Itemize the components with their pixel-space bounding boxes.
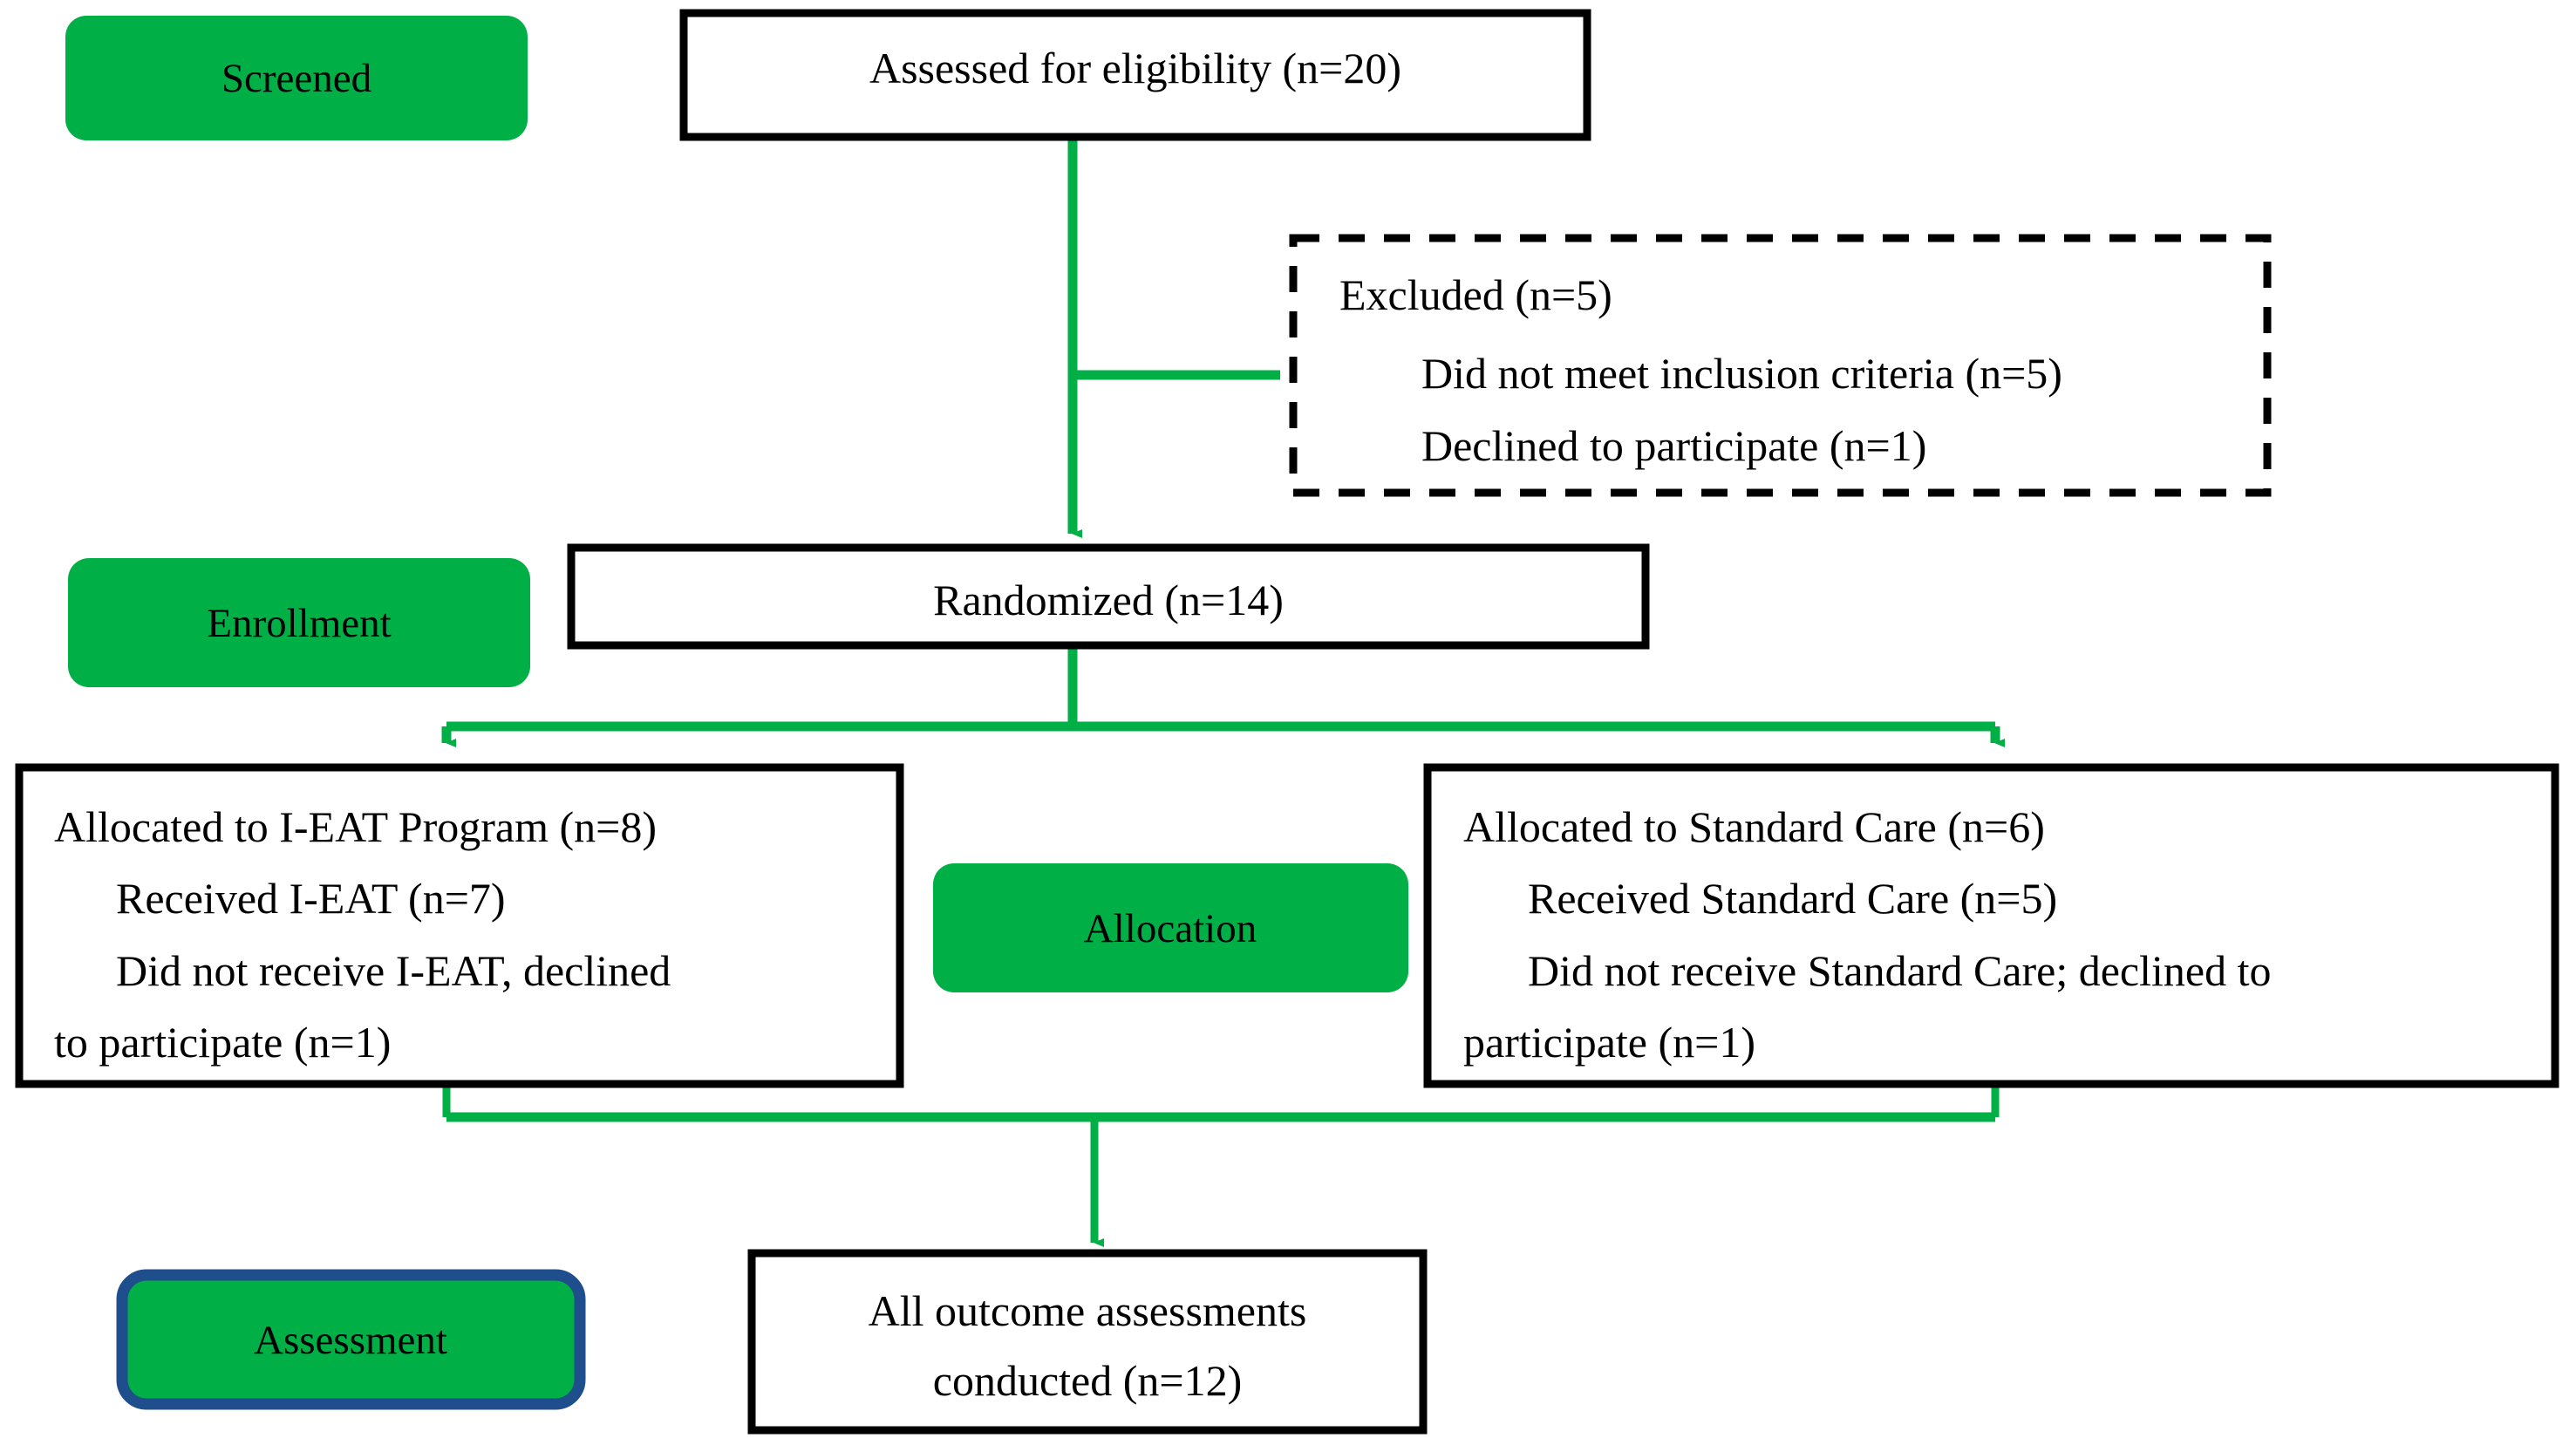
stage-badge-allocation-label: Allocation (1084, 906, 1257, 951)
node-allocated-to-standard-care-line-3: Did not receive Standard Care; declined … (1528, 946, 2271, 995)
node-excluded-box (1289, 234, 2272, 497)
node-allocated-to-i-eat-program-box (15, 763, 904, 1088)
node-excluded-line-1: Excluded (n=5) (1339, 270, 1612, 319)
stage-badge-screened-label: Screened (221, 56, 371, 101)
node-excluded-line-2: Did not meet inclusion criteria (n=5) (1421, 349, 2062, 398)
node-allocated-to-standard-care-line-2: Received Standard Care (n=5) (1528, 874, 2057, 923)
stage-badge-allocation[interactable]: Allocation (933, 863, 1408, 992)
node-allocated-to-i-eat-program-line-2: Received I-EAT (n=7) (116, 874, 506, 923)
node-allocated-to-i-eat-program-line-4: to participate (n=1) (54, 1018, 391, 1067)
node-assessed-for-eligibility-line-1: Assessed for eligibility (n=20) (869, 44, 1401, 92)
node-allocated-to-i-eat-program-line-3: Did not receive I-EAT, declined (116, 946, 671, 995)
node-randomized-line-1: Randomized (n=14) (933, 576, 1284, 624)
node-allocated-to-standard-care-line-4: participate (n=1) (1463, 1018, 1755, 1067)
node-allocated-to-standard-care[interactable]: Allocated to Standard Care (n=6) Receive… (1423, 763, 2559, 1088)
node-excluded[interactable]: Excluded (n=5) Did not meet inclusion cr… (1289, 234, 2272, 497)
node-assessed-for-eligibility[interactable]: Assessed for eligibility (n=20) (679, 9, 1591, 141)
stage-badge-assessment-label: Assessment (254, 1318, 447, 1363)
stage-badge-allocation-shape (933, 863, 1408, 992)
node-all-outcome-assessments-line-1: All outcome assessments (869, 1286, 1307, 1335)
stage-badge-assessment[interactable]: Assessment (116, 1269, 586, 1410)
stage-badge-enrollment[interactable]: Enrollment (68, 558, 530, 687)
node-all-outcome-assessments[interactable]: All outcome assessments conducted (n=12) (747, 1249, 1428, 1435)
stage-badge-screened[interactable]: Screened (65, 16, 528, 140)
node-randomized[interactable]: Randomized (n=14) (567, 543, 1650, 650)
stage-badge-assessment-shape (116, 1269, 586, 1410)
node-all-outcome-assessments-line-2: conducted (n=12) (933, 1356, 1242, 1405)
node-excluded-line-3: Declined to participate (n=1) (1421, 421, 1926, 470)
node-allocated-to-standard-care-box (1423, 763, 2559, 1088)
node-randomized-box (567, 543, 1650, 650)
connectors (441, 135, 2005, 1247)
node-allocated-to-standard-care-line-1: Allocated to Standard Care (n=6) (1463, 802, 2045, 851)
stage-badge-enrollment-label: Enrollment (207, 601, 391, 646)
node-allocated-to-i-eat-program-line-1: Allocated to I-EAT Program (n=8) (54, 802, 657, 851)
node-assessed-for-eligibility-box (679, 9, 1591, 141)
node-allocated-to-i-eat-program[interactable]: Allocated to I-EAT Program (n=8) Receive… (15, 763, 904, 1088)
stage-badge-enrollment-shape (68, 558, 530, 687)
stage-badge-screened-shape (65, 16, 528, 140)
node-all-outcome-assessments-box (747, 1249, 1428, 1435)
